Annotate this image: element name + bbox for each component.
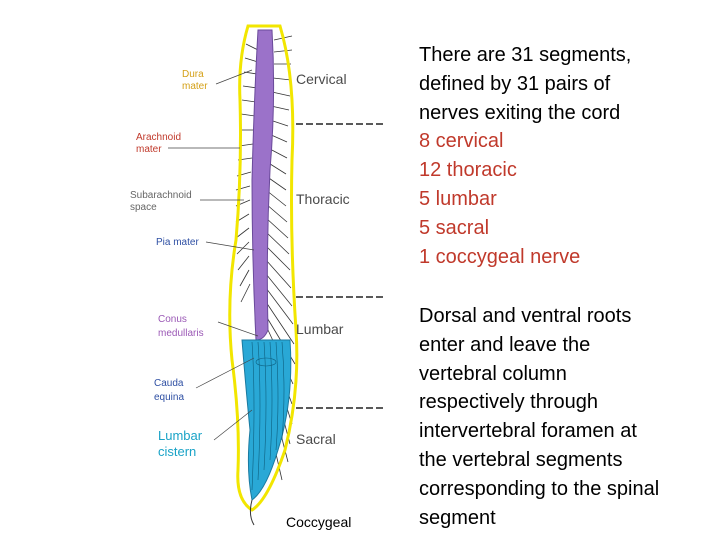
segment-count-cervical: 8 cervical [419,130,504,153]
intro-line: There are 31 segments, [419,44,632,66]
leader-lines [168,69,259,441]
segment-count-sacral: 5 sacral [419,216,490,239]
cauda-equina [241,339,292,501]
segment-count-thoracic: 12 thoracic [419,159,517,182]
filum-terminale [249,499,255,526]
roots-line: intervertebral foramen at [419,420,637,443]
dura-mater-outline [228,24,299,512]
region-coccygeal: Coccygeal [286,514,352,530]
roots-line: the vertebral segments [419,448,623,471]
roots-line: corresponding to the spinal [419,477,660,500]
spinal-cord [251,29,275,341]
roots-line: respectively through [419,391,598,414]
roots-line: segment [419,506,496,529]
region-thoracic: Thoracic [296,191,350,207]
intro-line: defined by 31 pairs of [419,72,611,95]
segment-count-coccygeal: 1 coccygeal nerve [419,245,581,268]
segments-description: There are 31 segments, defined by 31 pai… [419,41,719,271]
roots-line: Dorsal and ventral roots [419,305,632,327]
roots-description: Dorsal and ventral roots enter and leave… [419,302,719,532]
roots-line: enter and leave the [419,333,591,356]
region-sacral: Sacral [296,431,336,447]
label-pia-mater: Pia mater [156,237,199,248]
roots-line: vertebral column [419,362,567,385]
intro-line: nerves exiting the cord [419,101,621,124]
region-lumbar: Lumbar [296,321,344,337]
segment-count-lumbar: 5 lumbar [419,187,497,210]
cauda-equina-fibers [251,341,285,491]
region-cervical: Cervical [296,71,347,87]
